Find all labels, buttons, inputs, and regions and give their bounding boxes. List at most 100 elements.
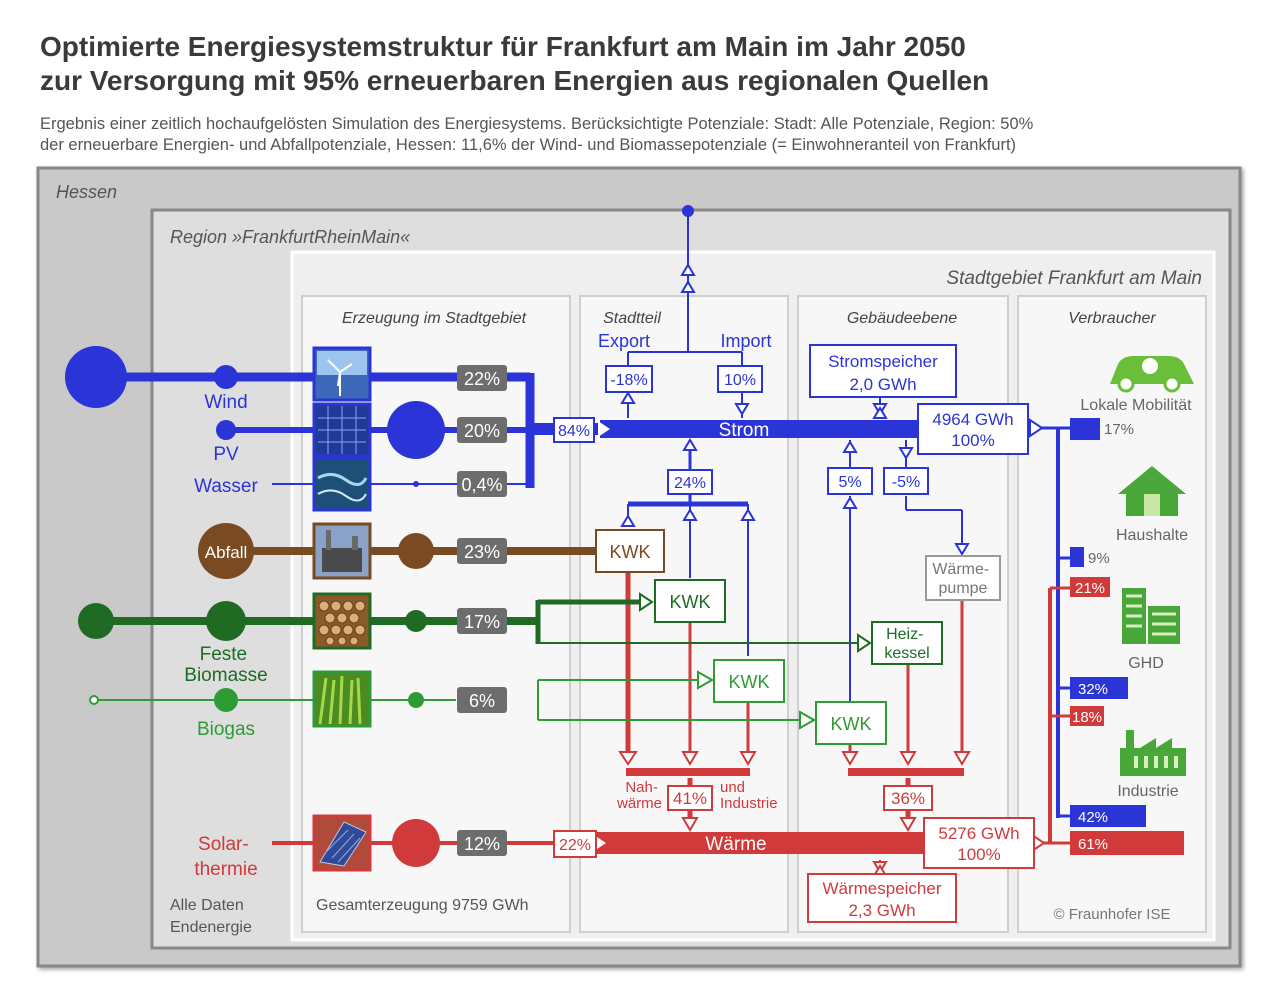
waerme-total-box	[923, 817, 1035, 869]
biomasse-region-circle	[206, 601, 246, 641]
pv-city-circle	[387, 401, 445, 459]
source-label-abfall: Abfall	[205, 543, 248, 562]
nahwaerme-label: Nah- wärme	[616, 779, 662, 812]
waerme-total-line-1: 5276 GWh	[938, 824, 1019, 843]
wind-turbine-icon	[312, 346, 372, 402]
waerme-in-share: 22%	[559, 837, 591, 854]
share-box-solarthermie: 12%	[457, 830, 507, 856]
page-subtitle: Ergebnis einer zeitlich hochaufgelösten …	[40, 114, 1033, 156]
solar-thermal-icon	[312, 814, 372, 872]
firewood-icon	[312, 592, 372, 650]
bar-waerme-industrie	[1070, 831, 1184, 855]
wind-hessen-circle	[65, 346, 127, 408]
source-label-biomasse: Feste Biomasse	[184, 644, 267, 686]
waermespeicher-box	[807, 873, 957, 923]
biomasse-line-1: Feste	[200, 644, 248, 665]
strom-share-mobilitaet: 17%	[1104, 421, 1134, 438]
bar-strom-ghd	[1070, 677, 1128, 699]
kwk-abfall-box	[595, 529, 665, 573]
import-label: Import	[720, 331, 771, 351]
copyright: © Fraunhofer ISE	[1054, 906, 1171, 923]
corn-field-icon	[312, 670, 372, 728]
alle-daten-line-1: Alle Daten	[170, 897, 244, 914]
alle-daten-note: Alle Daten Endenergie	[170, 897, 252, 936]
column-label-verbraucher: Verbraucher	[1068, 310, 1156, 327]
abfall-city-circle	[398, 533, 434, 569]
biomasse-city-circle	[405, 610, 427, 632]
heizkessel-line-1: Heiz-	[886, 626, 923, 643]
source-label-pv: PV	[213, 444, 239, 465]
waermepumpe-line-2: pumpe	[939, 580, 988, 597]
export-label: Export	[598, 331, 650, 351]
biomasse-line-2: Biomasse	[184, 665, 267, 686]
share-box-pv: 20%	[457, 417, 507, 443]
gesamterzeugung: Gesamterzeugung 9759 GWh	[316, 897, 529, 914]
wasser-city-circle	[413, 481, 419, 487]
waermespeicher-line-1: Wärmespeicher	[822, 879, 941, 898]
heizkessel-label: Heiz- kessel	[884, 626, 929, 662]
title-line-1: Optimierte Energiesystemstruktur für Fra…	[40, 31, 966, 62]
source-label-biogas: Biogas	[197, 719, 255, 740]
kwk-biomasse-label: KWK	[669, 592, 710, 612]
house-icon	[1118, 466, 1186, 516]
column-label-erzeugung: Erzeugung im Stadtgebiet	[342, 310, 527, 327]
office-buildings-icon	[1122, 588, 1180, 644]
column-label-stadtteil: Stadtteil	[603, 310, 661, 327]
biogas-hessen-circle	[89, 695, 99, 705]
strom-share-haushalte: 9%	[1088, 550, 1110, 567]
area-label-region: Region »FrankfurtRheinMain«	[170, 227, 410, 247]
kwk-gebaeude-box	[815, 701, 887, 745]
solarthermie-city-circle	[392, 819, 440, 867]
share-solarthermie: 12%	[464, 834, 500, 854]
solar-panel-icon	[312, 402, 372, 458]
share-box-biogas: 6%	[457, 687, 507, 713]
consumer-label-industrie: Industrie	[1117, 783, 1178, 800]
share-pv: 20%	[464, 421, 500, 441]
source-label-solarthermie: Solar- thermie	[194, 834, 257, 880]
export-value: -18%	[610, 372, 647, 389]
strom-in-share: 84%	[558, 423, 590, 440]
share-biomasse: 17%	[464, 612, 500, 632]
share-wind: 22%	[464, 369, 500, 389]
share-biogas: 6%	[469, 691, 495, 711]
solarthermie-line-1: Solar-	[198, 834, 249, 855]
title-line-2: zur Versorgung mit 95% erneuerbaren Ener…	[40, 65, 990, 96]
wind-region-circle	[214, 365, 238, 389]
waerme-share-ghd: 18%	[1072, 709, 1102, 726]
strom-grid-node	[682, 205, 694, 217]
bar-strom-industrie	[1070, 805, 1146, 827]
consumer-label-mobilitaet: Lokale Mobilität	[1080, 397, 1192, 414]
share-box-wasser: 0,4%	[457, 471, 507, 497]
strom-bus-label: Strom	[719, 420, 770, 441]
kwk-biogas-label: KWK	[728, 672, 769, 692]
kwk-strom-share: 24%	[674, 475, 706, 492]
waermepumpe-label: Wärme- pumpe	[932, 561, 993, 597]
nahwaerme-line-2: wärme	[616, 795, 662, 812]
subtitle-line-2: der erneuerbare Energien- und Abfallpote…	[40, 136, 1017, 154]
heizkessel-box	[871, 621, 943, 665]
area-label-hessen: Hessen	[56, 182, 117, 202]
nahwaerme-line-1: Nah-	[625, 779, 658, 796]
column-label-gebaeude: Gebäudeebene	[847, 310, 957, 327]
gebaeude-strom-out: -5%	[892, 474, 920, 491]
gebaeude-waerme-value: 36%	[891, 789, 925, 808]
biogas-region-circle	[214, 688, 238, 712]
bar-strom-mobilitaet	[1070, 418, 1100, 440]
source-label-wind: Wind	[204, 392, 247, 413]
strom-total-box	[917, 403, 1029, 455]
waermepumpe-box	[925, 555, 1001, 601]
page-title: Optimierte Energiesystemstruktur für Fra…	[40, 30, 989, 98]
solarthermie-line-2: thermie	[194, 859, 257, 880]
bar-strom-haushalte	[1070, 547, 1084, 567]
pv-region-circle	[216, 420, 236, 440]
stromspeicher-box	[809, 344, 957, 398]
car-icon	[1110, 356, 1194, 393]
strom-share-ghd: 32%	[1078, 681, 1108, 698]
waermepumpe-line-1: Wärme-	[932, 561, 989, 578]
industrie-heat-label: und Industrie	[720, 779, 778, 812]
waste-plant-icon	[312, 522, 372, 580]
alle-daten-line-2: Endenergie	[170, 919, 252, 936]
waerme-share-industrie: 61%	[1078, 836, 1108, 853]
share-box-wind: 22%	[457, 365, 507, 391]
share-wasser: 0,4%	[461, 475, 502, 495]
